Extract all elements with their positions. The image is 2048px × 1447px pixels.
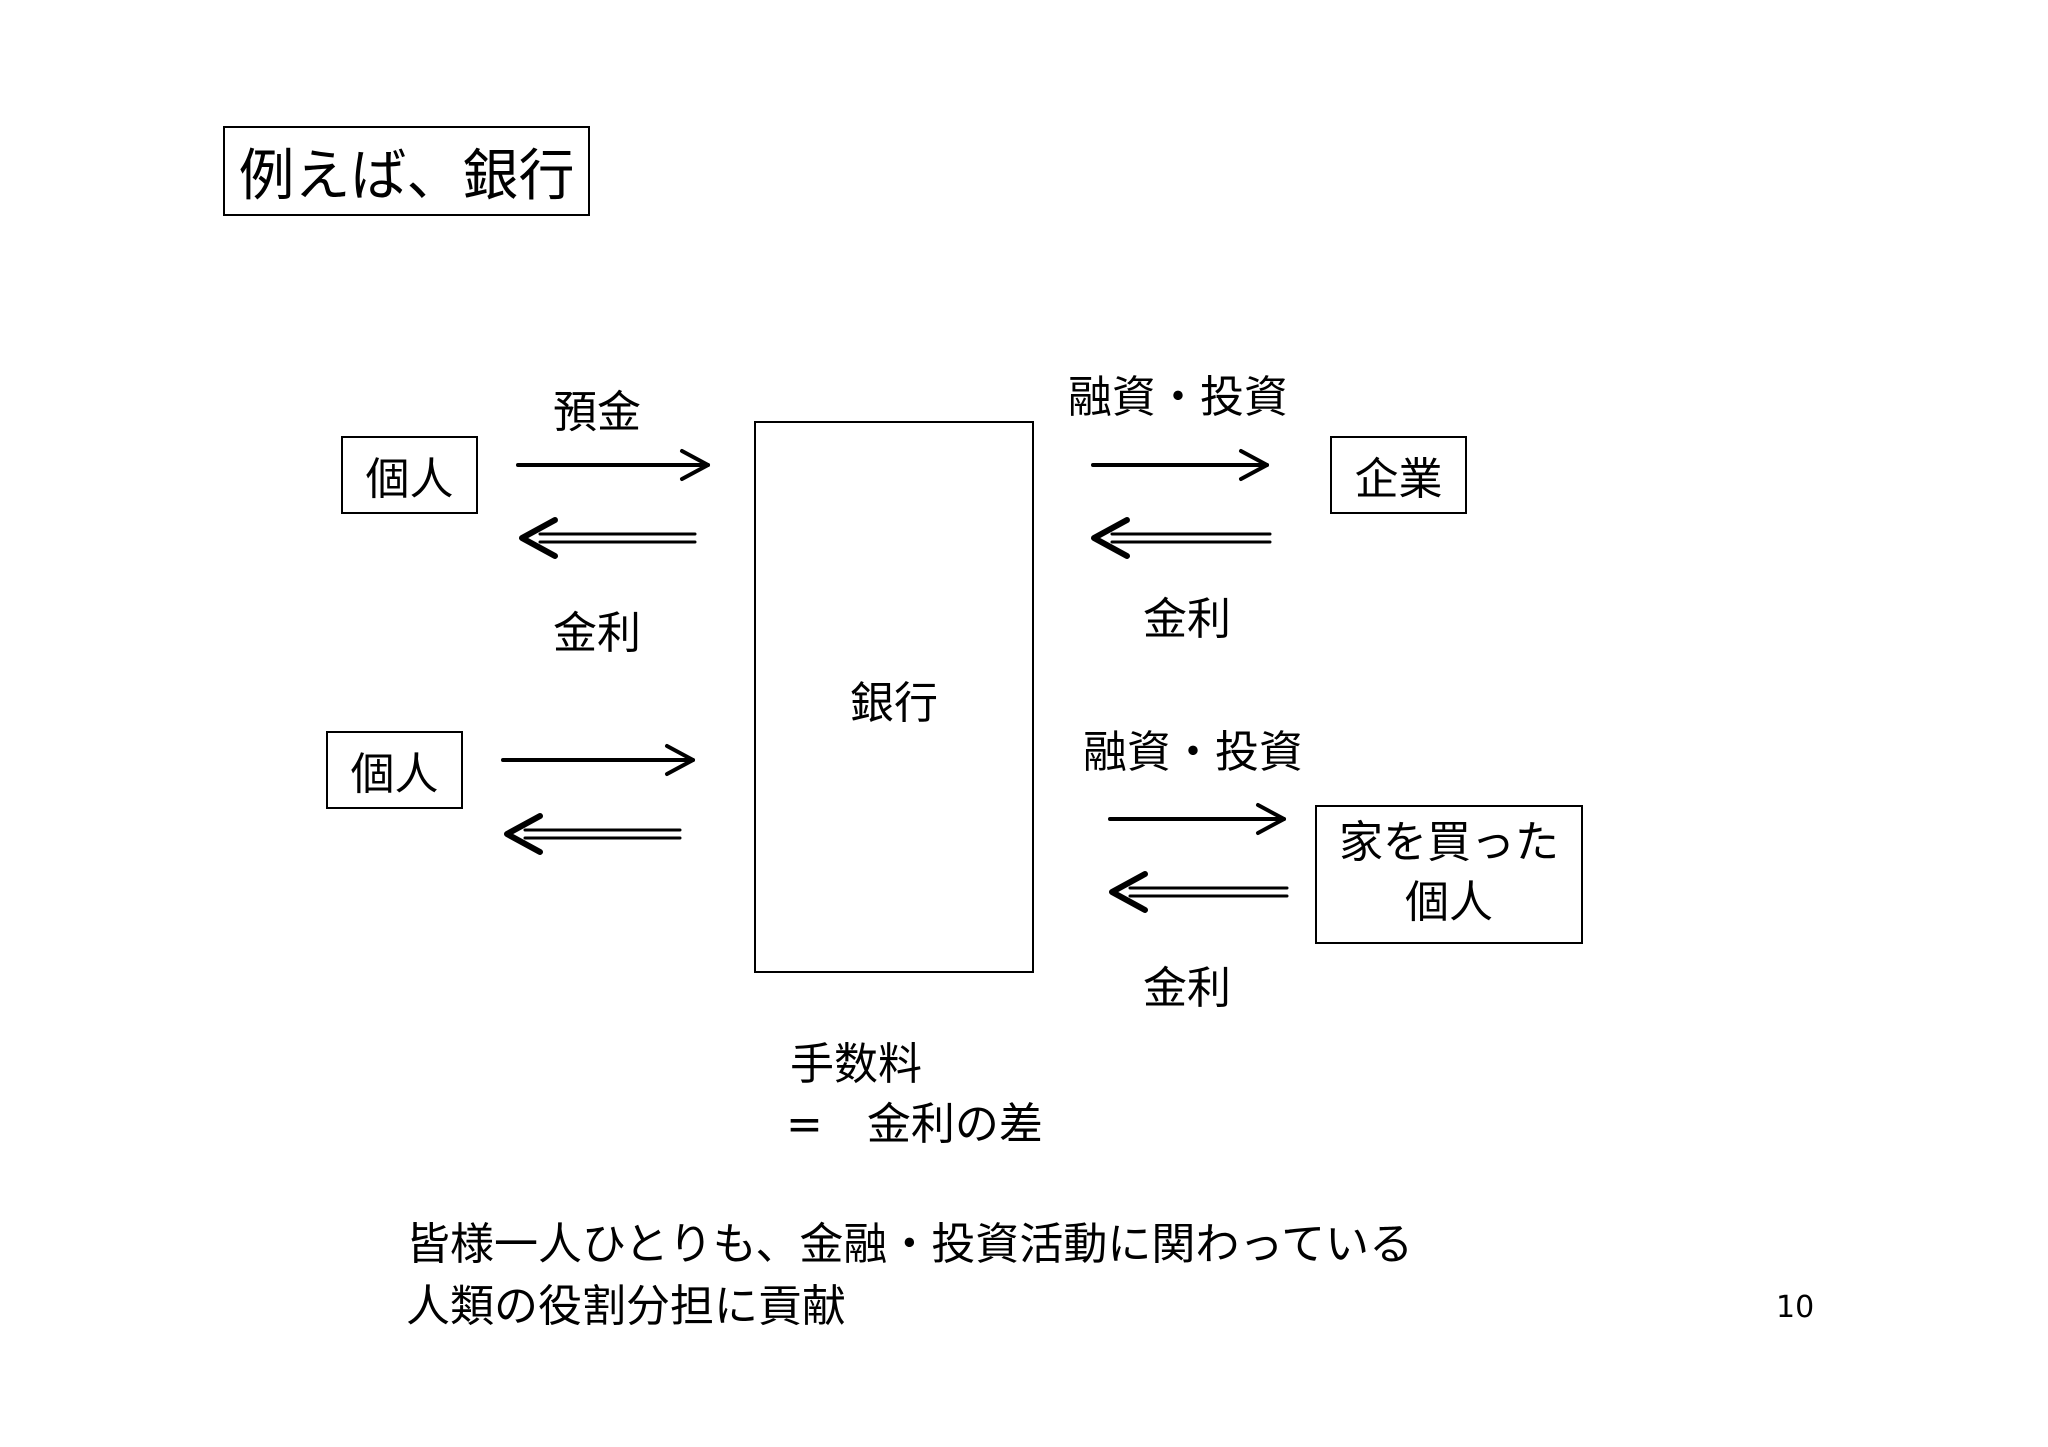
page-title: 例えば、銀行	[238, 143, 575, 209]
homebuyer-box: 家を買った 個人	[1315, 805, 1583, 944]
fee-equation: = 金利の差	[786, 1099, 1043, 1150]
homebuyer-label-line1: 家を買った	[1339, 817, 1559, 868]
arrow-interest-to-individual	[519, 517, 697, 559]
bank-label: 銀行	[850, 678, 938, 729]
individual-bottom-label: 個人	[350, 749, 439, 800]
conclusion-line1: 皆様一人ひとりも、金融・投資活動に関わっている	[406, 1219, 1414, 1270]
finance-top-label: 融資・投資	[1068, 372, 1288, 423]
arrow-homebuyer-to-bank	[1109, 871, 1289, 913]
conclusion-line2: 人類の役割分担に貢献	[406, 1281, 846, 1332]
arrow-bank-to-individual2	[504, 813, 682, 855]
arrow-company-to-bank	[1091, 517, 1272, 559]
bank-box: 銀行	[754, 421, 1034, 973]
arrow-deposit-to-bank	[516, 449, 710, 481]
deposit-label: 預金	[553, 387, 641, 438]
company-label: 企業	[1354, 454, 1443, 505]
fee-label: 手数料	[790, 1039, 922, 1090]
interest-right-top-label: 金利	[1143, 594, 1231, 645]
interest-left-label: 金利	[553, 608, 641, 659]
title-box: 例えば、銀行	[223, 126, 590, 216]
arrow-bank-to-homebuyer	[1108, 803, 1286, 835]
individual-top-label: 個人	[365, 454, 454, 505]
individual-top-box: 個人	[341, 436, 478, 514]
company-box: 企業	[1330, 436, 1467, 514]
interest-right-bottom-label: 金利	[1143, 963, 1231, 1014]
arrow-individual2-to-bank	[501, 744, 695, 776]
conclusion-text: 皆様一人ひとりも、金融・投資活動に関わっている 人類の役割分担に貢献	[406, 1214, 1413, 1338]
arrow-bank-to-company	[1091, 449, 1269, 481]
finance-bottom-label: 融資・投資	[1083, 727, 1303, 778]
page-number: 10	[1776, 1290, 1815, 1325]
individual-bottom-box: 個人	[326, 731, 463, 809]
homebuyer-label-line2: 個人	[1405, 877, 1493, 928]
